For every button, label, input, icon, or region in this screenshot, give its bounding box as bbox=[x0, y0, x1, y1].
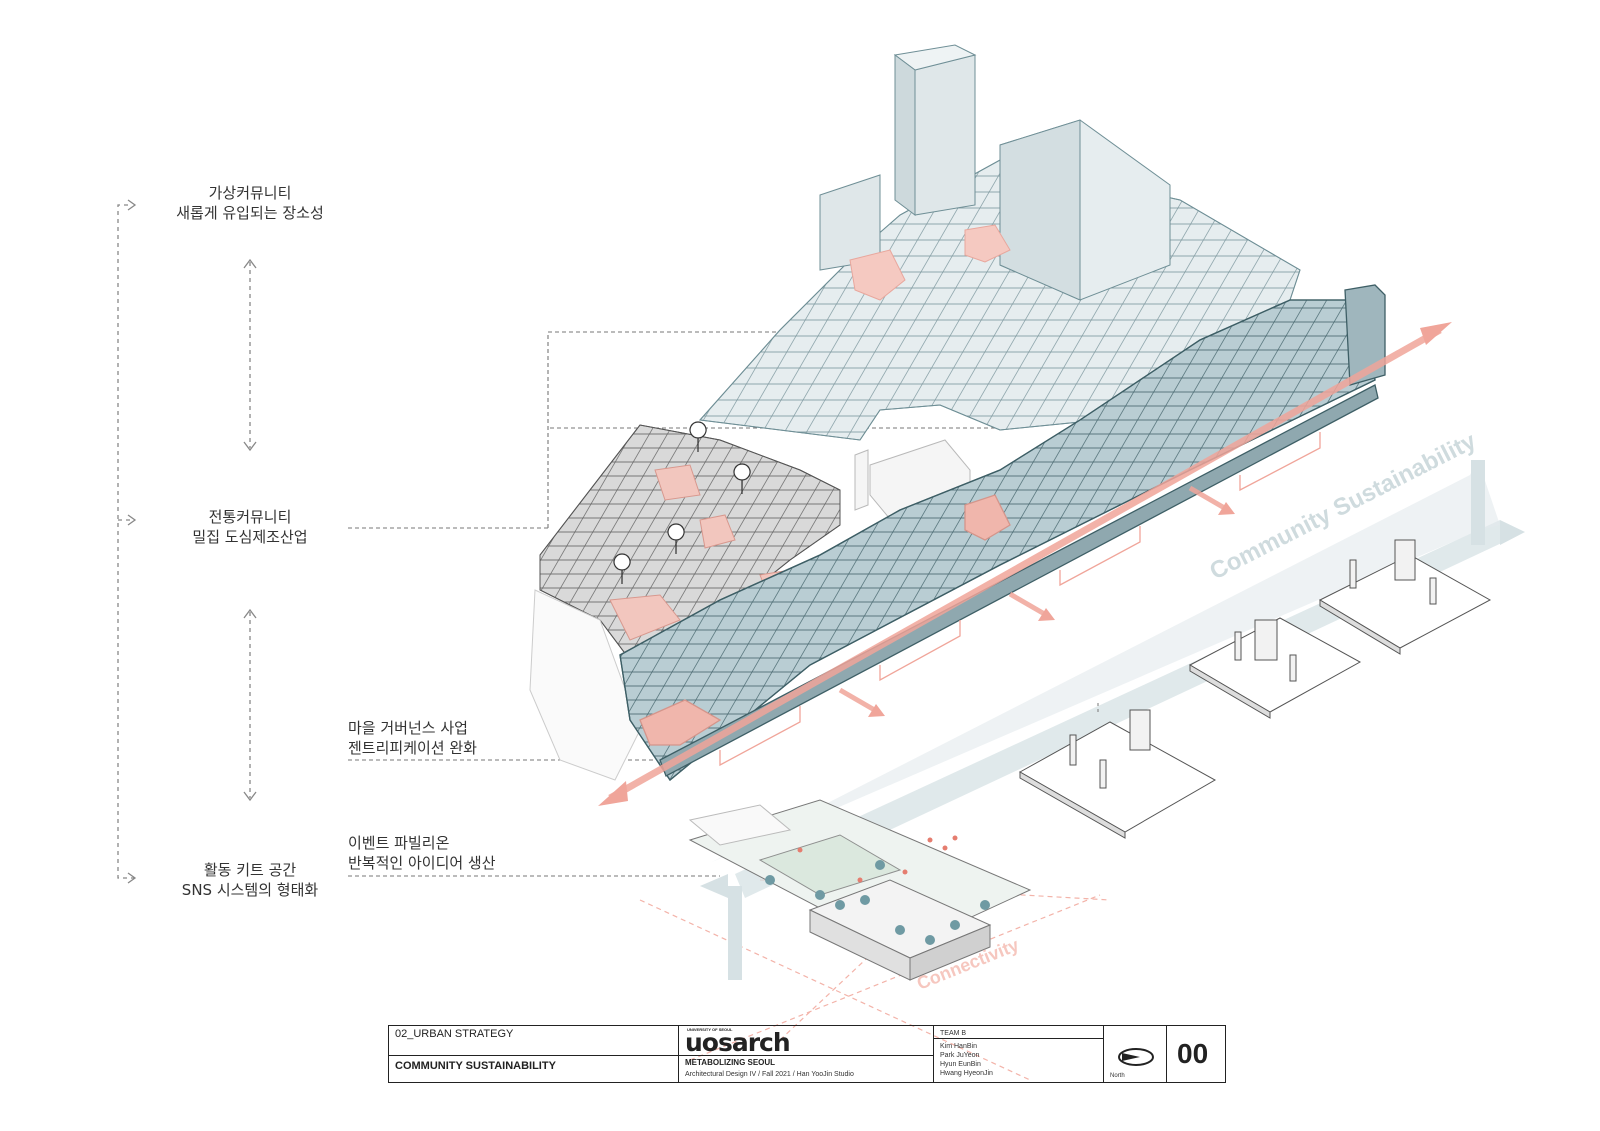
member-2: Park JuYeon bbox=[940, 1052, 980, 1059]
label-event-line1: 이벤트 파빌리온 bbox=[348, 834, 450, 852]
label-virtual-community: 가상커뮤니티 새롭게 유입되는 장소성 bbox=[150, 183, 350, 223]
title-block-project-cell: METABOLIZING SEOUL Architectural Design … bbox=[679, 1056, 934, 1083]
label-activity-kit: 활동 키트 공간 SNS 시스템의 형태화 bbox=[150, 860, 350, 900]
main-strip bbox=[619, 284, 1386, 781]
member-3: Hyun EunBin bbox=[940, 1061, 981, 1068]
team-members: Kim HanBin Park JuYeon Hyun EunBin Hwang… bbox=[940, 1042, 993, 1078]
section-label: 02_URBAN STRATEGY bbox=[395, 1028, 514, 1040]
sustainability-band bbox=[700, 460, 1525, 980]
label-traditional-community: 전통커뮤니티 밀집 도심제조산업 bbox=[150, 507, 350, 547]
label-governance-line1: 마을 거버넌스 사업 bbox=[348, 719, 468, 737]
title-block-team-cell: TEAM B Kim HanBin Park JuYeon Hyun EunBi… bbox=[934, 1026, 1104, 1083]
title-block-logo-cell: UNIVERSITY OF SEOUL uosarch bbox=[679, 1026, 934, 1057]
traditional-area bbox=[539, 421, 841, 661]
north-arrow-icon bbox=[1118, 1048, 1154, 1066]
title-block-sheet-cell: 00 bbox=[1167, 1026, 1225, 1083]
member-4: Hwang HyeonJin bbox=[940, 1070, 993, 1077]
ghost-buildings bbox=[529, 589, 641, 781]
team-name: TEAM B bbox=[940, 1030, 967, 1037]
label-governance: 마을 거버넌스 사업 젠트리피케이션 완화 bbox=[348, 718, 477, 758]
left-connector bbox=[117, 204, 134, 879]
label-virtual-line1: 가상커뮤니티 bbox=[208, 184, 292, 202]
sheet-title: COMMUNITY SUSTAINABILITY bbox=[395, 1060, 556, 1072]
title-block: 02_URBAN STRATEGY COMMUNITY SUSTAINABILI… bbox=[388, 1025, 1226, 1083]
label-traditional-line2: 밀집 도심제조산업 bbox=[192, 528, 308, 546]
sheet-number: 00 bbox=[1177, 1038, 1209, 1069]
site-model bbox=[688, 799, 1032, 981]
label-activity-line2: SNS 시스템의 형태화 bbox=[181, 881, 319, 899]
label-event-pavilion: 이벤트 파빌리온 반복적인 아이디어 생산 bbox=[348, 833, 496, 873]
project-name: METABOLIZING SEOUL bbox=[685, 1058, 776, 1067]
title-block-section-cell: 02_URBAN STRATEGY bbox=[389, 1026, 679, 1056]
label-event-line2: 반복적인 아이디어 생산 bbox=[348, 854, 496, 872]
north-label: North bbox=[1110, 1073, 1125, 1079]
label-traditional-line1: 전통커뮤니티 bbox=[208, 508, 292, 526]
upper-city bbox=[698, 44, 1301, 441]
left-arrowheads bbox=[127, 199, 137, 884]
street-axis-arrow bbox=[598, 322, 1452, 806]
title-block-north-cell: North bbox=[1104, 1026, 1167, 1083]
course-info: Architectural Design IV / Fall 2021 / Ha… bbox=[685, 1071, 854, 1078]
title-block-title-cell: COMMUNITY SUSTAINABILITY bbox=[389, 1056, 679, 1083]
uosarch-logo: uosarch bbox=[685, 1028, 791, 1057]
activity-platforms bbox=[1018, 539, 1492, 839]
label-virtual-line2: 새롭게 유입되는 장소성 bbox=[176, 204, 324, 222]
logo-small-text: UNIVERSITY OF SEOUL bbox=[687, 1027, 733, 1032]
label-activity-line1: 활동 키트 공간 bbox=[203, 861, 297, 879]
member-1: Kim HanBin bbox=[940, 1043, 977, 1050]
label-governance-line2: 젠트리피케이션 완화 bbox=[348, 739, 477, 757]
